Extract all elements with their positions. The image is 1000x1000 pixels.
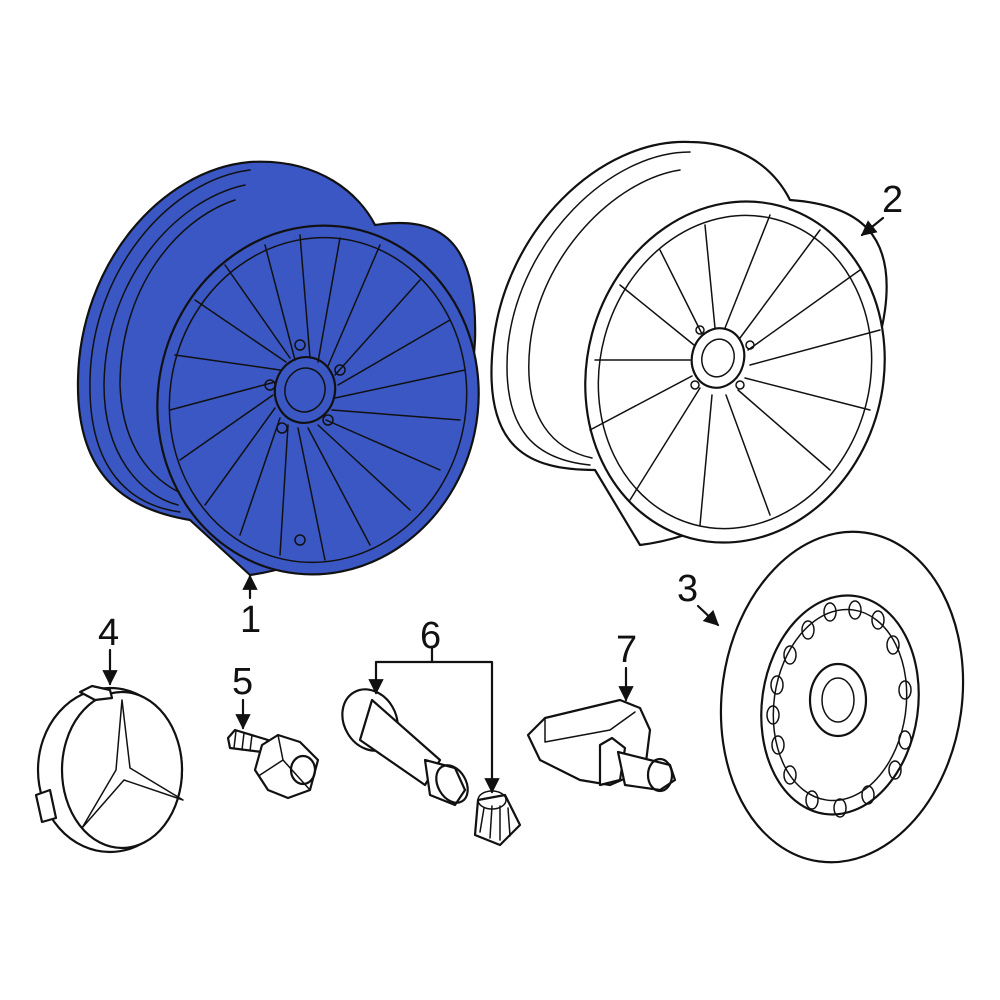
callout-2: 2 xyxy=(882,179,903,221)
callout-4: 4 xyxy=(98,612,119,654)
callout-1: 1 xyxy=(240,599,261,641)
leader-lines xyxy=(102,216,885,794)
lug-bolt-icon[interactable] xyxy=(226,728,320,800)
tpms-sensor-icon[interactable] xyxy=(526,698,677,793)
alloy-wheel-icon[interactable] xyxy=(76,160,511,605)
callout-5: 5 xyxy=(232,661,253,703)
callout-3: 3 xyxy=(677,568,698,610)
callout-7: 7 xyxy=(616,629,637,671)
spare-wheel-icon[interactable] xyxy=(700,516,984,878)
alloy-wheel-icon[interactable] xyxy=(490,140,922,577)
center-cap-icon[interactable] xyxy=(34,684,184,854)
callout-6: 6 xyxy=(420,615,441,657)
valve-stem-icon[interactable] xyxy=(331,679,522,847)
